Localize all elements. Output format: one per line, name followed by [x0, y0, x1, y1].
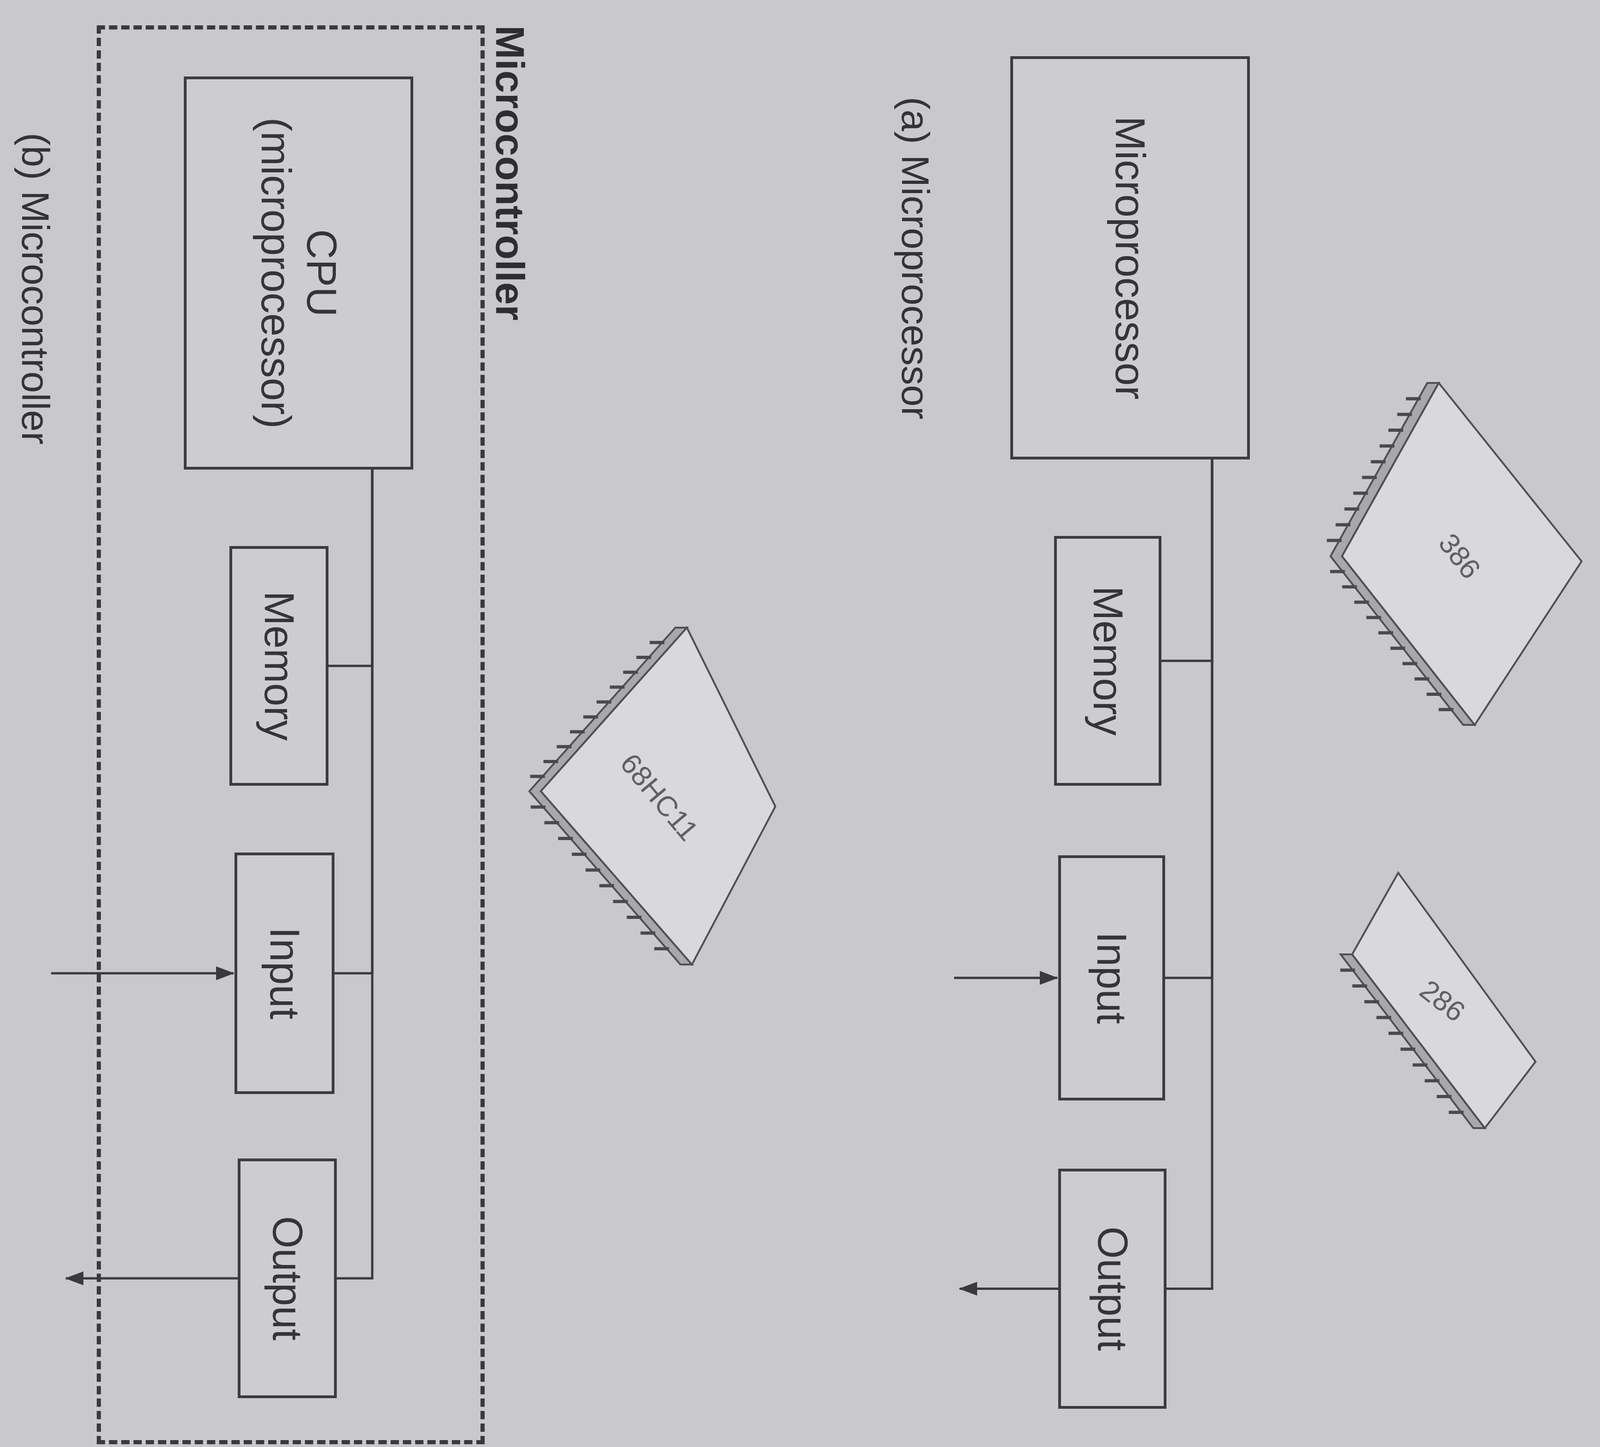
chip-pin: [1436, 1094, 1452, 1098]
chip-pin: [1366, 615, 1382, 620]
chip-pin: [571, 852, 587, 856]
chip-pin: [1352, 984, 1367, 988]
chip-pin: [1414, 677, 1430, 681]
signal-arrow: [65, 1277, 238, 1280]
block-box: Output: [237, 1158, 337, 1398]
block-label: CPU (microprocessor): [252, 93, 345, 453]
chip-pin: [1330, 569, 1345, 574]
chip-pin: [1426, 692, 1442, 696]
chip-pins: [530, 398, 1464, 1113]
chip-pin: [609, 685, 625, 689]
bus-connector: [1161, 459, 1213, 661]
block-label: Microprocessor: [1107, 116, 1154, 400]
chip-pin: [1406, 397, 1421, 401]
chip-pin: [585, 867, 601, 872]
chip-pin: [596, 700, 612, 704]
block-label: Output: [264, 1215, 311, 1341]
chip-pin: [613, 899, 628, 903]
chip-286: [1340, 872, 1536, 1128]
chip-pin: [627, 915, 642, 919]
block-box: Memory: [229, 545, 329, 786]
chip-pin: [636, 655, 651, 659]
chip-pin: [1364, 999, 1380, 1003]
chip-pin: [1378, 631, 1394, 635]
block-label: Output: [1089, 1225, 1136, 1351]
chip-68hc11: [529, 627, 776, 965]
chip-pin: [599, 884, 615, 888]
chip-pin: [640, 931, 656, 935]
figure-caption: (a) Microprocessor: [894, 96, 937, 420]
bus-connector: [336, 469, 373, 1278]
chip-pin: [1340, 968, 1355, 972]
chip-top: [1342, 382, 1582, 725]
chip-marking: 68HC11: [614, 747, 704, 847]
chip-pin: [1397, 412, 1413, 417]
chip-pin: [543, 759, 559, 763]
chip-pin: [530, 774, 546, 778]
group-heading: Microcontroller: [487, 25, 533, 321]
block-box: Output: [1058, 1168, 1167, 1409]
signal-arrows: [51, 972, 1059, 1289]
chip-pin: [569, 729, 585, 733]
chip-pin: [1390, 646, 1406, 650]
chip-pin: [1344, 507, 1360, 511]
chip-pin: [1371, 459, 1386, 464]
chip-marking: 286: [1413, 973, 1472, 1028]
chip-pin: [1388, 1031, 1404, 1035]
chip-pin: [1402, 661, 1418, 665]
chip-pin: [1342, 585, 1357, 589]
chip-pin: [623, 670, 639, 674]
chip-pin: [1400, 1047, 1416, 1051]
chip-pin: [654, 946, 669, 950]
chip-pin: [583, 715, 598, 719]
block-box: Microprocessor: [1010, 56, 1250, 460]
block-label: Input: [1089, 931, 1135, 1024]
block-label: Memory: [256, 590, 302, 741]
chip-pin: [1379, 444, 1395, 448]
chip-marking: 386: [1432, 527, 1487, 585]
chip-pin: [556, 744, 572, 749]
signal-arrow: [51, 972, 234, 975]
chip-pin: [1424, 1078, 1440, 1083]
chip-pin: [1376, 1015, 1392, 1020]
chip-pin: [1335, 522, 1351, 527]
chip-386: [1330, 382, 1582, 725]
figure-caption: (b) Microcontroller: [14, 132, 57, 445]
block-label: Memory: [1084, 585, 1131, 736]
chip-pin: [544, 820, 560, 825]
bus-connector: [1165, 459, 1213, 978]
block-box: Memory: [1054, 535, 1162, 786]
chip-pin: [557, 836, 573, 840]
signal-arrow: [954, 976, 1058, 979]
bus-connector: [1166, 459, 1213, 1289]
bus-connector: [328, 469, 373, 666]
chip-pin: [1448, 1110, 1464, 1114]
bus-lines: [328, 459, 1213, 1289]
chip-pin: [649, 640, 665, 645]
signal-arrow: [959, 1287, 1059, 1290]
block-box: Input: [234, 852, 335, 1094]
chip-pin: [1354, 600, 1370, 604]
microcontroller-chip-outline: MicrocontrollerCPU (microprocessor)Memor…: [96, 25, 485, 1444]
chip-top: [1352, 872, 1536, 1128]
chip-pin: [1438, 707, 1454, 711]
bus-connector: [334, 469, 373, 973]
chip-pin: [530, 805, 546, 809]
chip-pin: [1412, 1062, 1428, 1067]
block-box: Input: [1058, 855, 1166, 1101]
chip-pin: [1388, 428, 1404, 432]
block-label: Input: [261, 926, 308, 1020]
chip-top: [540, 627, 776, 965]
chip-pin: [1326, 538, 1342, 542]
chip-pin: [1353, 491, 1368, 495]
chip-pin: [1361, 475, 1377, 480]
block-box: CPU (microprocessor): [183, 76, 414, 470]
